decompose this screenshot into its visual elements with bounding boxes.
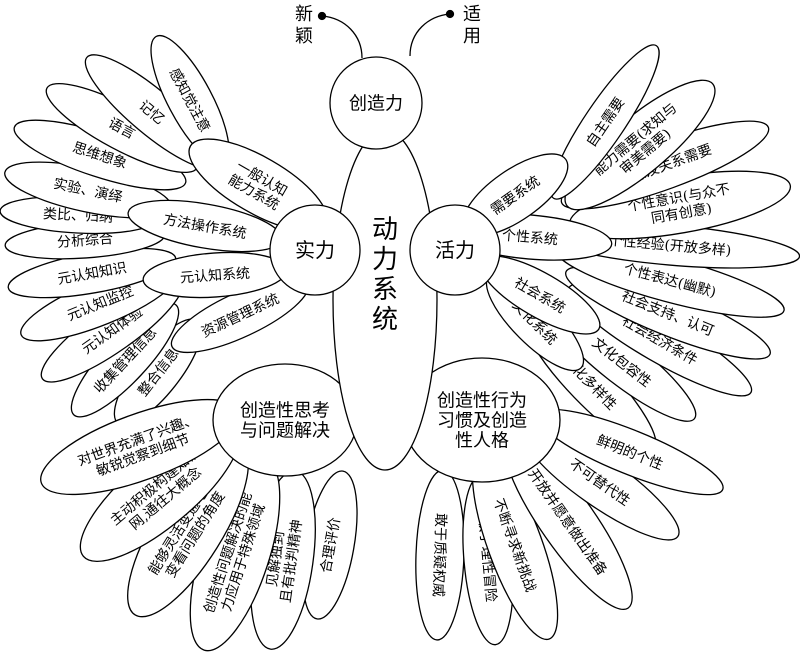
label-line: 个性系统 — [501, 228, 558, 249]
antenna-left — [321, 15, 363, 59]
antenna-label-applicable: 适用 — [463, 4, 481, 47]
antenna-dot-left — [317, 11, 327, 21]
leaf-item: 个性表达(幽默) — [555, 242, 785, 318]
node-vitality: 活力 — [409, 204, 501, 296]
label-line: 分析综合 — [57, 231, 114, 251]
char: 动 — [372, 215, 398, 245]
system-metacognition: 元认知系统 — [142, 251, 288, 299]
antenna-label-novel: 新颖 — [295, 4, 313, 47]
antenna-dot-right — [445, 9, 455, 19]
label-line: 习惯及创造 — [437, 410, 527, 431]
label-line: 性人格 — [455, 430, 509, 451]
leaf-item-label: 分析综合 — [57, 231, 114, 251]
system-method-operation: 方法操作系统 — [127, 199, 283, 253]
system-personality-label: 个性系统 — [501, 228, 558, 249]
system-social: 社会系统 — [479, 255, 601, 335]
char: 颖 — [295, 26, 313, 47]
system-metacognition-label: 元认知系统 — [180, 265, 251, 287]
label-line: 敢于质疑权威 — [429, 513, 448, 598]
node-vitality-shape — [409, 204, 501, 296]
label-line: 元认知系统 — [180, 265, 251, 287]
node-creativity: 创造力 — [329, 56, 423, 150]
node-strength-shape — [269, 204, 361, 296]
node-creative-thinking: 创造性思考与问题解决 — [212, 363, 358, 477]
node-creativity-label: 创造力 — [349, 93, 403, 114]
char: 系 — [372, 275, 398, 305]
node-vitality-label: 活力 — [435, 238, 475, 262]
node-creative-behavior: 创造性行为习惯及创造性人格 — [403, 357, 561, 483]
label-line: 创造性思考 — [240, 400, 330, 421]
label-line: 创造性行为 — [437, 390, 527, 411]
node-creativity-shape — [329, 56, 423, 150]
thinking-item: 对世界充满了兴趣、敏锐觉察到细节 — [40, 398, 240, 496]
char: 用 — [463, 26, 481, 47]
node-creative-thinking-label: 创造性思考与问题解决 — [240, 400, 330, 441]
char: 统 — [372, 305, 398, 335]
node-creative-behavior-label: 创造性行为习惯及创造性人格 — [437, 390, 527, 451]
center-title: 动力系统 — [372, 215, 398, 335]
system-needs: 需要系统 — [461, 153, 569, 237]
leaf-item: 元认知知识 — [7, 247, 177, 299]
node-strength-label: 实力 — [295, 238, 335, 262]
char: 适 — [463, 4, 481, 25]
behavior-item-label: 敢于质疑权威 — [429, 513, 448, 598]
char: 力 — [372, 245, 398, 275]
antenna-right — [409, 13, 451, 57]
node-strength: 实力 — [269, 204, 361, 296]
char: 新 — [295, 4, 313, 25]
leaf-item-shape — [550, 44, 660, 200]
behavior-item: 敢于质疑权威 — [415, 469, 465, 641]
thinking-item: 合理评价 — [302, 470, 358, 620]
label-line: 与问题解决 — [240, 420, 330, 441]
